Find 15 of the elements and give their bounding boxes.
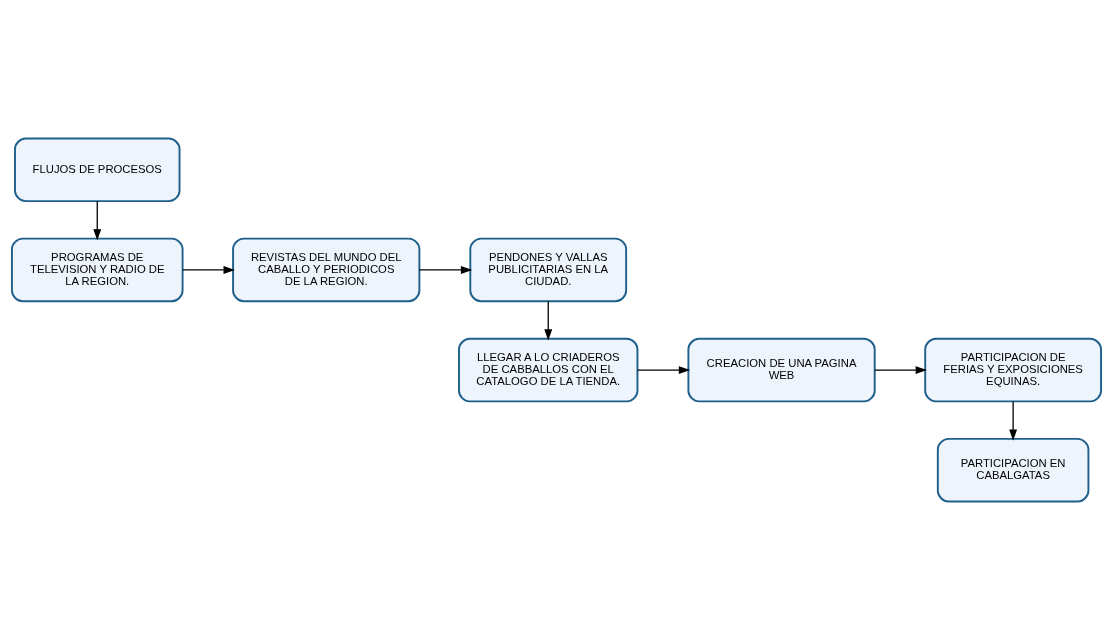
node-box: LLEGAR A LO CRIADEROS DE CABBALLOS CON EL CATALOGO DE LA TIENDA. <box>458 337 639 402</box>
arrow <box>636 365 691 374</box>
arrow <box>544 300 553 341</box>
arrow <box>93 200 102 240</box>
node-box: PARTICIPACION DE FERIAS Y EXPOSICIONES EQUINAS. <box>924 337 1102 402</box>
arrow <box>182 265 235 274</box>
node-box: CREACION DE UNA PAGINA WEB <box>687 337 876 402</box>
arrow <box>1009 400 1018 441</box>
node-box: PROGRAMAS DE TELEVISION Y RADIO DE LA REGION. <box>11 237 184 302</box>
node-box: PENDONES Y VALLAS PUBLICITARIAS EN LA CIUDAD. <box>469 237 628 302</box>
node-box: FLUJOS DE PROCESOS <box>14 137 181 202</box>
node-box: REVISTAS DEL MUNDO DEL CABALLO Y PERIODICOS DE LA REGION. <box>232 237 421 302</box>
arrow <box>418 265 473 274</box>
arrow <box>874 365 927 374</box>
node-box: PARTICIPACION EN CABALGATAS <box>936 437 1090 502</box>
